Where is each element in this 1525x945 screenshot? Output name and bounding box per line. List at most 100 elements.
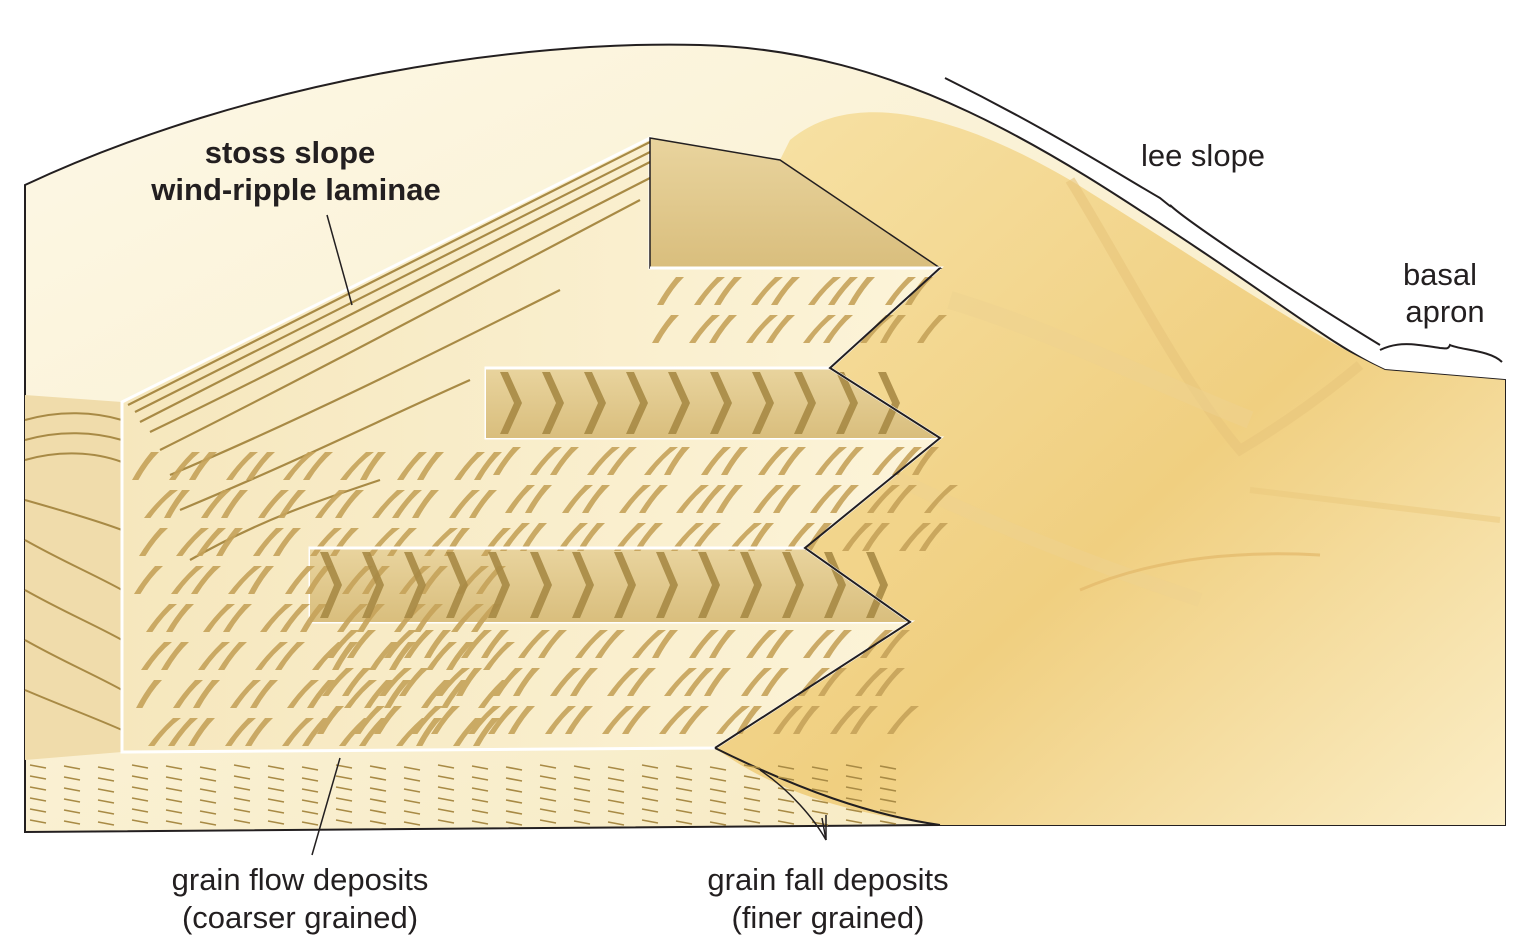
chevron-mark bbox=[668, 372, 690, 434]
basal-dash bbox=[811, 777, 829, 782]
basal-dash bbox=[675, 809, 693, 814]
cross-bed-streak bbox=[474, 452, 502, 480]
cross-bed-streak bbox=[136, 680, 162, 708]
cross-bed-streak bbox=[250, 680, 278, 708]
basal-dash bbox=[777, 798, 795, 803]
basal-dash bbox=[97, 777, 115, 782]
basal-dash bbox=[471, 787, 489, 792]
cross-bed-streak bbox=[587, 447, 620, 475]
cross-bed-streak bbox=[198, 642, 230, 670]
chevron-mark bbox=[572, 552, 594, 618]
cross-bed-streak bbox=[860, 315, 894, 343]
basal-dash bbox=[63, 809, 81, 814]
cross-bed-streak bbox=[751, 277, 783, 305]
basal-dash bbox=[641, 764, 659, 769]
basal-dash bbox=[437, 819, 455, 824]
cross-bed-streak bbox=[855, 668, 888, 696]
basal-dash bbox=[403, 821, 421, 826]
cross-bed-streak bbox=[664, 668, 697, 696]
cross-bed-streak bbox=[419, 566, 448, 594]
cross-bed-streak bbox=[746, 315, 778, 343]
basal-dash bbox=[539, 786, 557, 791]
cross-bed-streak bbox=[835, 447, 864, 475]
cross-bed-streak bbox=[582, 485, 610, 513]
basal-dash bbox=[573, 820, 591, 825]
basal-dash bbox=[505, 821, 523, 826]
basal-dash bbox=[131, 775, 149, 780]
cross-bed-streak bbox=[815, 447, 847, 475]
cross-bed-streak bbox=[342, 566, 373, 594]
cross-bed-streak bbox=[830, 485, 859, 513]
basal-dash bbox=[505, 788, 523, 793]
basal-dash bbox=[267, 776, 285, 781]
cross-bed-streak bbox=[671, 523, 704, 551]
lee-foot bbox=[714, 747, 941, 826]
basal-dash bbox=[437, 808, 455, 813]
stoss-label-line2: wind-ripple laminae bbox=[150, 172, 440, 207]
cross-bed-streak bbox=[761, 668, 789, 696]
cross-bed-streak bbox=[315, 490, 347, 518]
cross-bed-streak bbox=[709, 315, 737, 343]
chevron-mark bbox=[878, 372, 900, 434]
cross-bed-streak bbox=[164, 490, 190, 518]
stoss-leader bbox=[326, 214, 353, 306]
cross-bed-streak bbox=[305, 566, 332, 594]
basal-dash bbox=[607, 810, 625, 815]
chevron-mark bbox=[656, 552, 678, 618]
cross-bed-streak bbox=[230, 680, 261, 708]
cross-bed-streak bbox=[417, 452, 444, 480]
basal-label-line2: apron bbox=[1405, 294, 1484, 329]
cross-bed-streak bbox=[850, 706, 878, 734]
basal-dash bbox=[573, 765, 591, 770]
cross-bed-streak bbox=[694, 277, 725, 305]
basal-dash bbox=[403, 788, 421, 793]
chevron-mark bbox=[488, 552, 510, 618]
cross-bed-streak bbox=[389, 642, 416, 670]
cross-bed-streak bbox=[196, 528, 226, 556]
basal-dash bbox=[471, 820, 489, 825]
cross-bed-streak bbox=[652, 315, 679, 343]
basal-dash bbox=[641, 808, 659, 813]
lee-streak bbox=[1249, 487, 1501, 523]
cross-bed-streak bbox=[565, 706, 593, 734]
basal-dash bbox=[369, 809, 387, 814]
basal-dash bbox=[267, 787, 285, 792]
cross-bed-streak bbox=[736, 706, 762, 734]
cross-bed-streak bbox=[416, 718, 442, 746]
cross-bed-streak bbox=[384, 630, 417, 658]
cross-bed-streak bbox=[354, 706, 385, 734]
chevron-mark bbox=[542, 372, 564, 434]
basal-dash bbox=[369, 765, 387, 770]
basal-dash bbox=[675, 798, 693, 803]
cross-bed-streak bbox=[339, 718, 372, 746]
cross-bed-streak bbox=[513, 668, 540, 696]
basal-dash bbox=[199, 799, 217, 804]
cross-bed-streak bbox=[216, 528, 243, 556]
cross-bed-streak bbox=[188, 718, 215, 746]
left-section bbox=[25, 395, 122, 760]
cross-bed-streak bbox=[449, 490, 480, 518]
cross-bed-streak bbox=[644, 447, 678, 475]
basal-dash bbox=[199, 777, 217, 782]
basal-dash bbox=[471, 798, 489, 803]
basal-dash bbox=[335, 819, 353, 824]
cross-bed-streak bbox=[899, 523, 931, 551]
cross-bed-streak bbox=[379, 668, 412, 696]
basal-dash bbox=[335, 808, 353, 813]
cross-bed-streak bbox=[191, 566, 221, 594]
lee-streak bbox=[876, 463, 1203, 607]
basal-dash bbox=[233, 819, 251, 824]
basal-dash bbox=[879, 798, 897, 803]
basal-dash bbox=[845, 819, 863, 824]
cross-bed-streak bbox=[875, 668, 905, 696]
cross-bed-streak bbox=[508, 706, 535, 734]
cross-bed-streak bbox=[392, 490, 422, 518]
cross-bed-streak bbox=[344, 680, 377, 708]
chevron-mark bbox=[500, 372, 522, 434]
basal-dash bbox=[63, 820, 81, 825]
basal-dash bbox=[777, 776, 795, 781]
chevron-mark bbox=[614, 552, 636, 618]
basal-dash bbox=[607, 766, 625, 771]
basal-dash bbox=[845, 786, 863, 791]
cross-bed-streak bbox=[461, 630, 492, 658]
